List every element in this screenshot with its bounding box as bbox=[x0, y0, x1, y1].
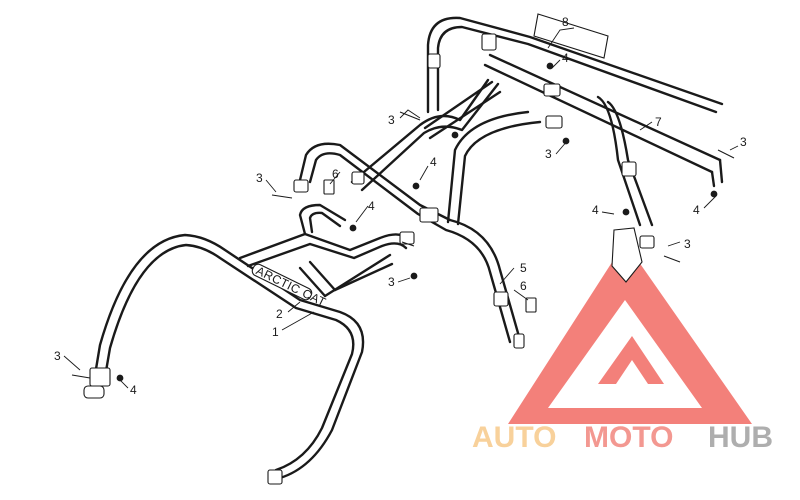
watermark-auto: AUTO bbox=[472, 421, 556, 454]
rear-cage-tube bbox=[426, 16, 724, 227]
clamp-bracket-icon bbox=[481, 33, 497, 51]
clamp-bracket-icon bbox=[639, 235, 655, 249]
front-cage-tube bbox=[93, 203, 412, 480]
callout-5: 5 bbox=[520, 261, 527, 275]
middle-cage-tube bbox=[298, 78, 522, 344]
watermark-inner-shape-icon bbox=[598, 336, 664, 384]
clamp-bracket-icon bbox=[543, 83, 561, 97]
clamp-bracket-icon bbox=[621, 161, 637, 177]
callout-4: 4 bbox=[592, 203, 599, 217]
nut-icon bbox=[710, 190, 718, 198]
bolt-icon bbox=[663, 255, 681, 263]
callout-7: 7 bbox=[655, 115, 662, 129]
clamp-bracket-icon bbox=[351, 171, 365, 185]
clamp-bracket-icon bbox=[89, 367, 111, 387]
nut-icon bbox=[546, 62, 554, 70]
callout-3: 3 bbox=[545, 147, 552, 161]
clamp-bracket-icon bbox=[293, 179, 309, 193]
callout-4: 4 bbox=[368, 199, 375, 213]
callout-3: 3 bbox=[388, 275, 395, 289]
plate-item-8 bbox=[533, 13, 609, 59]
nut-icon bbox=[116, 374, 124, 382]
clamp-bracket-icon bbox=[427, 53, 441, 69]
fasteners bbox=[71, 62, 735, 382]
callout-3: 3 bbox=[684, 237, 691, 251]
bolt-icon bbox=[399, 111, 421, 121]
nut-icon bbox=[412, 182, 420, 190]
callout-4: 4 bbox=[693, 203, 700, 217]
watermark-hub: HUB bbox=[708, 421, 773, 454]
callout-3: 3 bbox=[740, 135, 747, 149]
bolt-icon bbox=[71, 374, 91, 379]
callout-labels: 8 4 3 3 4 7 3 4 4 3 3 6 4 3 2 1 5 6 3 4 bbox=[54, 15, 747, 397]
bracket-plate-icon bbox=[525, 297, 537, 313]
clamp-bracket-icon bbox=[267, 469, 283, 485]
nut-icon bbox=[349, 224, 357, 232]
bolt-icon bbox=[401, 241, 415, 247]
callout-6: 6 bbox=[332, 167, 339, 181]
mount-bracket-icon bbox=[611, 227, 643, 283]
watermark-triangle-icon bbox=[508, 242, 752, 424]
watermark-logo: AUTO MOTO HUB bbox=[472, 242, 773, 454]
nut-icon bbox=[451, 131, 459, 139]
nut-icon bbox=[562, 137, 570, 145]
watermark-text: AUTO MOTO HUB bbox=[472, 421, 773, 454]
plate-icon bbox=[533, 13, 609, 59]
callout-4: 4 bbox=[430, 155, 437, 169]
callout-1: 1 bbox=[272, 325, 279, 339]
tube-end-cap-icon bbox=[83, 385, 105, 399]
nut-icon bbox=[622, 208, 630, 216]
bracket-plate-icon bbox=[323, 179, 335, 195]
clamp-bracket-icon bbox=[513, 333, 525, 349]
callout-3: 3 bbox=[388, 113, 395, 127]
callout-4: 4 bbox=[562, 51, 569, 65]
clamp-brackets bbox=[83, 33, 655, 485]
nut-icon bbox=[410, 272, 418, 280]
callout-4: 4 bbox=[130, 383, 137, 397]
callout-2: 2 bbox=[276, 307, 283, 321]
callout-8: 8 bbox=[562, 15, 569, 29]
leader-lines bbox=[63, 27, 739, 389]
clamp-bracket-icon bbox=[419, 207, 439, 223]
callout-3: 3 bbox=[256, 171, 263, 185]
clamp-bracket-icon bbox=[545, 115, 563, 129]
callout-3: 3 bbox=[54, 349, 61, 363]
callout-6: 6 bbox=[520, 279, 527, 293]
bolt-icon bbox=[717, 149, 735, 159]
decal-plate bbox=[251, 263, 313, 301]
clamp-bracket-icon bbox=[493, 291, 509, 307]
watermark-moto: MOTO bbox=[584, 421, 673, 454]
bolt-icon bbox=[271, 194, 293, 199]
